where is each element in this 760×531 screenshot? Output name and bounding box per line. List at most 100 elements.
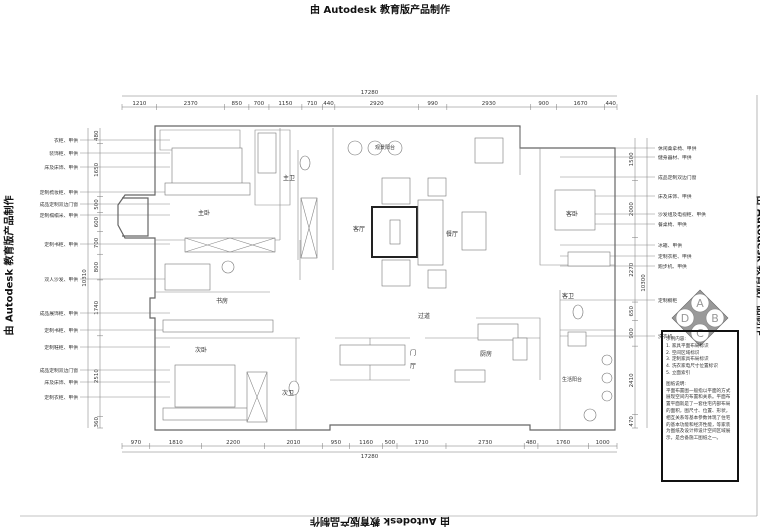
living-sofa xyxy=(417,199,444,266)
room-living-room: 客厅 xyxy=(353,225,365,233)
right-annotation-label: 定制橱柜 xyxy=(658,297,677,304)
right-annotation-label: 定制衣柜、甲供 xyxy=(658,253,692,260)
left-annotation-label: 成品定制双边门窗 xyxy=(40,201,79,208)
top-dimension-segment: 2930 xyxy=(482,101,496,107)
right-dimension-segment: 2270 xyxy=(629,262,635,276)
index-d: D xyxy=(681,312,689,325)
side-table xyxy=(221,260,235,274)
label-leaders: 衣柜、甲供装饰柜、甲供床及床饰、甲供定制梳妆柜、甲供成品定制双边门窗定制榻榻米、… xyxy=(40,137,707,401)
side-table xyxy=(427,269,447,289)
plant xyxy=(583,408,597,422)
top-dimension-segment: 2920 xyxy=(370,101,384,107)
top-dimension-segment: 2370 xyxy=(184,101,198,107)
master-bed xyxy=(171,147,243,189)
toilet xyxy=(299,155,311,171)
right-dimension-segment: 900 xyxy=(629,328,635,339)
bottom-dimension-segment: 2010 xyxy=(286,440,300,446)
elevation-index-symbol: A B C D xyxy=(671,289,729,347)
index-c: C xyxy=(696,327,704,340)
room-foyer: 厅 xyxy=(410,363,416,370)
left-dimension-segment: 360 xyxy=(94,416,100,427)
left-annotation-label: 床及床饰、甲供 xyxy=(44,164,78,171)
top-dimension-segment: 1670 xyxy=(573,101,587,107)
sofa xyxy=(164,263,211,291)
balcony-table xyxy=(367,140,383,156)
right-dimension-segment: 1500 xyxy=(629,152,635,166)
notes-body: 平面布置图一般指以平面的方式展现空间内布置和关系。平面布置平面就是了一套住宅内部… xyxy=(666,388,731,442)
bottom-dimension-segment: 970 xyxy=(131,440,142,446)
top-dimension-segment: 850 xyxy=(231,101,242,107)
stove xyxy=(454,369,486,383)
right-dimension-segment: 650 xyxy=(629,306,635,317)
bottom-dimension-segment: 1710 xyxy=(414,440,428,446)
notes-item: 4. 洗衣家电尺寸位置标识 xyxy=(666,364,718,370)
bottom-dimension-segment: 1810 xyxy=(169,440,183,446)
toilet xyxy=(288,380,300,396)
notes-item: 1. 家具平面布局标识 xyxy=(666,343,709,349)
notes-item: 3. 定制家具布局标识 xyxy=(666,357,709,363)
room-master-bedroom: 主卧 xyxy=(198,209,210,217)
top-dimension-segment: 700 xyxy=(254,101,265,107)
bathtub xyxy=(257,132,277,174)
top-dimension-segment: 440 xyxy=(605,101,616,107)
right-annotation-label: 成品定制双边门窗 xyxy=(658,174,697,181)
bottom-dimension-segment: 500 xyxy=(385,440,396,446)
shoe-cabinet xyxy=(339,344,406,366)
room-second-bedroom: 次卧 xyxy=(195,346,207,354)
master-wardrobe xyxy=(184,237,276,253)
bottom-dimension-segment: 1160 xyxy=(359,440,373,446)
room-foyer: 门 xyxy=(410,349,416,357)
right-dimension-segment: 2410 xyxy=(629,373,635,387)
plant xyxy=(601,390,613,402)
room-guest-bedroom: 客卧 xyxy=(566,210,578,218)
left-annotation-label: 衣柜、甲供 xyxy=(54,137,78,144)
sink xyxy=(512,337,528,361)
left-dimension-segment: 1740 xyxy=(94,300,100,314)
toilet xyxy=(572,304,584,320)
right-annotation-label: 健身器材、甲供 xyxy=(658,154,692,161)
notes-item: 2. 空间区域标识 xyxy=(666,350,700,356)
right-annotation-label: 跑步机、甲供 xyxy=(658,263,687,270)
top-dimension-segment: 1150 xyxy=(278,101,292,107)
top-dimension-segment: 1210 xyxy=(132,101,146,107)
left-annotation-label: 定制书柜、甲供 xyxy=(44,327,78,334)
study-bookcase xyxy=(162,319,274,333)
room-second-bath: 次卫 xyxy=(282,389,294,397)
armchair xyxy=(381,177,411,205)
left-dimension-segment: 700 xyxy=(94,237,100,248)
notes-heading: 图纸说明: xyxy=(666,381,686,387)
right-annotation-label: 床及床饰、甲供 xyxy=(658,193,692,200)
room-dining-room: 餐厅 xyxy=(446,230,458,238)
left-dimension-segment: 480 xyxy=(94,130,100,141)
right-annotation-label: 沙发组及电视柜、甲供 xyxy=(658,211,706,218)
bottom-dimension-total: 17280 xyxy=(361,454,379,460)
plant xyxy=(601,372,613,384)
right-annotation-label: 餐桌椅、甲供 xyxy=(658,221,687,228)
watermark-top: 由 Autodesk 教育版产品制作 xyxy=(309,5,450,16)
side-table xyxy=(427,177,447,197)
second-bed xyxy=(174,364,236,408)
top-dimension-segment: 710 xyxy=(307,101,318,107)
room-guest-bath: 客卫 xyxy=(562,292,574,300)
notes-item: 5. 立面索引 xyxy=(666,370,691,376)
left-annotation-label: 定制梳妆柜、甲供 xyxy=(40,189,79,196)
left-annotation-label: 定制书柜、甲供 xyxy=(44,241,78,248)
room-view-balcony: 观景阳台 xyxy=(375,144,395,151)
lounge-chair xyxy=(474,137,504,164)
walls xyxy=(117,125,616,431)
left-annotation-label: 成品展饰柜、甲供 xyxy=(40,310,79,317)
room-corridor: 过道 xyxy=(418,312,430,320)
right-dimension-segment: 2000 xyxy=(629,202,635,216)
room-labels: 主卧 主卫 客厅 观景阳台 餐厅 客卧 客卫 书房 过道 门 厅 厨房 次卧 次… xyxy=(195,144,582,397)
left-annotation-label: 定制鞋柜、甲供 xyxy=(44,344,78,351)
balcony-chair xyxy=(347,140,363,156)
index-b: B xyxy=(711,312,719,325)
right-dimension-total: 10300 xyxy=(641,274,647,292)
bottom-dimension-segment: 480 xyxy=(526,440,537,446)
notes-box: 示例内容: 1. 家具平面布局标识 2. 空间区域标识 3. 定制家具布局标识 … xyxy=(661,330,739,482)
left-annotation-label: 双人沙发、甲供 xyxy=(44,276,78,283)
bottom-dimension-segment: 1000 xyxy=(596,440,610,446)
bed-bench xyxy=(162,407,259,421)
